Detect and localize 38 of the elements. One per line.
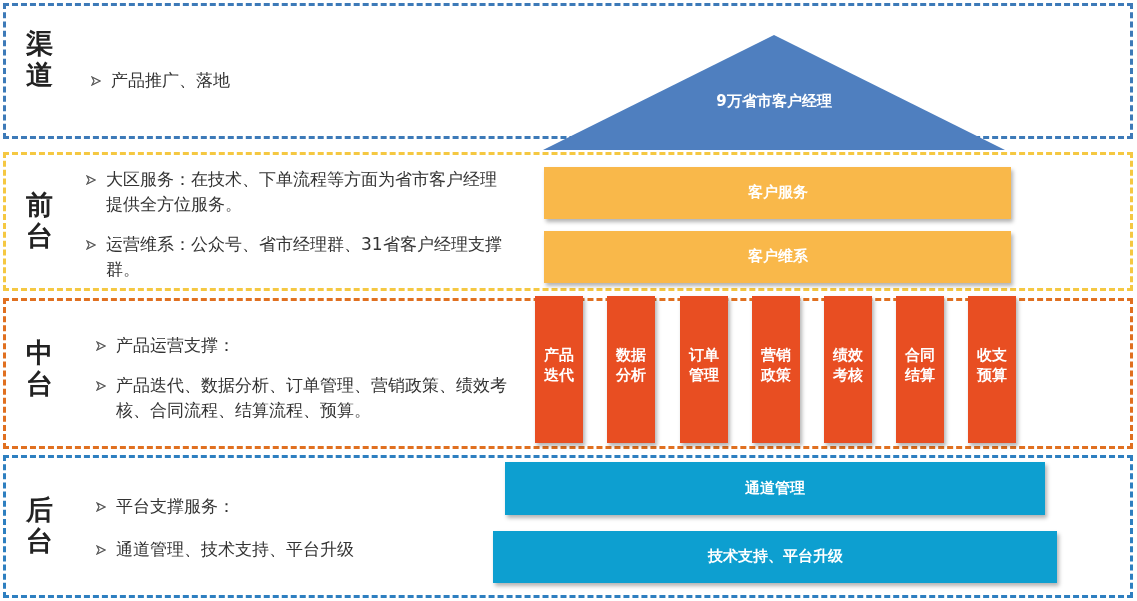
pillar-bar xyxy=(824,296,872,443)
pillar-bar xyxy=(896,296,944,443)
layer-heading: 渠道 xyxy=(26,28,53,91)
bullet-text: 大区服务：在技术、下单流程等方面为省市客户经理提供全方位服务。 xyxy=(106,168,498,216)
bar-label: 技术支持、平台升级 xyxy=(706,547,844,566)
pillar-label: 订单管理 xyxy=(688,346,720,385)
bullet-text: 平台支撑服务： xyxy=(116,495,236,518)
triangle-roof xyxy=(543,35,1005,150)
bullet-text: 运营维系：公众号、省市经理群、31省客户经理支撑群。 xyxy=(106,233,503,281)
service-bar xyxy=(544,231,1011,283)
pillar-label: 合同结算 xyxy=(904,346,936,385)
bullet-text: 产品迭代、数据分析、订单管理、营销政策、绩效考核、合同流程、结算流程、预算。 xyxy=(116,374,508,422)
pillar-label: 营销政策 xyxy=(760,346,792,385)
pillar-label: 产品迭代 xyxy=(543,346,575,385)
pillar-bar xyxy=(680,296,728,443)
pillar-bar xyxy=(752,296,800,443)
service-bar xyxy=(493,531,1057,583)
bullet-text: 产品运营支撑： xyxy=(116,334,236,357)
dashed-layer-frame xyxy=(3,455,1133,598)
pillar-label: 数据分析 xyxy=(615,346,647,385)
layer-heading: 中台 xyxy=(26,337,53,400)
service-bar xyxy=(544,167,1011,219)
bullet-text: 产品推广、落地 xyxy=(111,69,231,92)
pillar-bar xyxy=(607,296,655,443)
layer-heading: 后台 xyxy=(26,494,53,557)
bar-label: 通道管理 xyxy=(744,478,806,498)
dashed-layer-frame xyxy=(3,152,1133,291)
bullet-text: 通道管理、技术支持、平台升级 xyxy=(116,538,355,561)
bar-label: 客户维系 xyxy=(746,247,809,266)
pillar-label: 收支预算 xyxy=(976,346,1008,385)
bar-label: 客户服务 xyxy=(746,183,809,202)
service-bar xyxy=(505,462,1045,515)
pillar-label: 绩效考核 xyxy=(832,346,864,385)
pillar-bar xyxy=(535,296,583,443)
roof-label: 9万省市客户经理 xyxy=(715,92,833,111)
layer-heading: 前台 xyxy=(26,189,53,252)
dashed-layer-frame xyxy=(3,298,1133,449)
pillar-bar xyxy=(968,296,1016,443)
